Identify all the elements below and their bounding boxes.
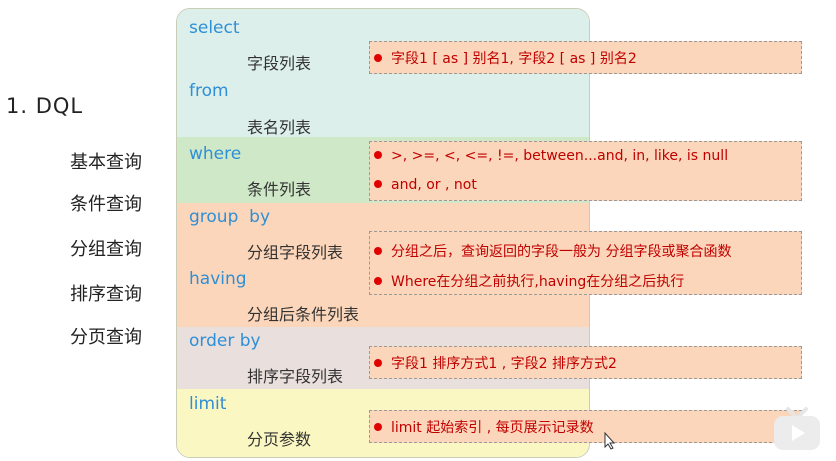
select-fields-label: 字段列表 <box>247 54 312 73</box>
page-title: 1. DQL <box>6 94 84 118</box>
bullet-icon <box>374 247 382 255</box>
select-note: 字段1 [ as ] 别名1, 字段2 [ as ] 别名2 <box>369 41 802 74</box>
limit-params-label: 分页参数 <box>247 430 312 449</box>
bullet-icon <box>374 423 382 431</box>
sidebar-item-basic-query: 基本查询 <box>70 152 142 173</box>
sidebar-item-condition-query: 条件查询 <box>70 194 142 215</box>
group-note-order: Where在分组之前执行,having在分组之后执行 <box>391 274 685 290</box>
keyword-having: having <box>189 269 247 289</box>
group-note-fields: 分组之后，查询返回的字段一般为 分组字段或聚合函数 <box>391 244 732 260</box>
where-note-operators: >, >=, <, <=, !=, between...and, in, lik… <box>391 148 729 164</box>
cursor-icon <box>604 431 616 450</box>
where-note-logic: and, or , not <box>391 177 477 193</box>
order-note: 字段1 排序方式1 , 字段2 排序方式2 <box>369 346 802 379</box>
sidebar-item-page-query: 分页查询 <box>70 327 142 348</box>
keyword-limit: limit <box>189 394 227 414</box>
having-conditions-label: 分组后条件列表 <box>247 305 360 324</box>
keyword-select: select <box>189 18 240 38</box>
sidebar-item-sort-query: 排序查询 <box>70 284 142 305</box>
group-fields-label: 分组字段列表 <box>247 243 344 262</box>
select-note-text: 字段1 [ as ] 别名1, 字段2 [ as ] 别名2 <box>391 51 637 67</box>
from-tables-label: 表名列表 <box>247 118 312 137</box>
limit-note: limit 起始索引 , 每页展示记录数 <box>369 410 802 443</box>
bullet-icon <box>374 277 382 285</box>
keyword-order-by: order by <box>189 331 261 351</box>
bullet-icon <box>374 180 382 188</box>
sidebar-item-group-query: 分组查询 <box>70 239 142 260</box>
order-fields-label: 排序字段列表 <box>247 367 344 386</box>
where-conditions-label: 条件列表 <box>247 180 312 199</box>
order-note-text: 字段1 排序方式1 , 字段2 排序方式2 <box>391 356 617 372</box>
keyword-where: where <box>189 144 242 164</box>
limit-note-text: limit 起始索引 , 每页展示记录数 <box>391 420 594 436</box>
where-note: >, >=, <, <=, !=, between...and, in, lik… <box>369 141 802 201</box>
tv-logo-icon <box>768 403 826 453</box>
keyword-group-by: group by <box>189 207 271 227</box>
bullet-icon <box>374 151 382 159</box>
bullet-icon <box>374 54 382 62</box>
group-note: 分组之后，查询返回的字段一般为 分组字段或聚合函数 Where在分组之前执行,h… <box>369 231 802 295</box>
bullet-icon <box>374 359 382 367</box>
sql-syntax-panel: select 字段列表 from 表名列表 where 条件列表 group b… <box>176 8 590 458</box>
keyword-from: from <box>189 81 229 101</box>
